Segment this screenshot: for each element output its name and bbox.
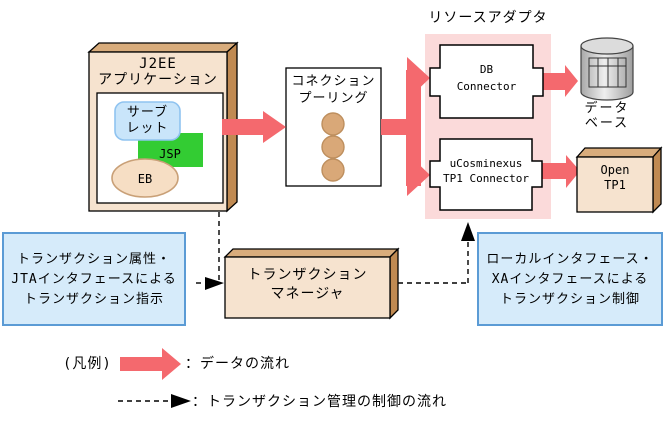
j2ee-title-line1: J2EE xyxy=(139,56,177,72)
eb-block xyxy=(111,158,179,198)
db-connector-box xyxy=(429,44,544,119)
servlet-block xyxy=(114,101,181,141)
j2ee-app-box xyxy=(87,41,239,213)
right-note-label: ローカルインタフェース・ XAインタフェースによる トランザクション制御 xyxy=(486,252,654,307)
arrow-db-to-database xyxy=(543,65,578,97)
control-flow-lines xyxy=(196,212,475,290)
jsp-label: JSP xyxy=(159,147,181,161)
tp1-connector-label: uCosminexus TP1 Connector xyxy=(442,157,530,185)
j2ee-title-line2: アプリケーション xyxy=(98,72,218,88)
legend-data-flow-label: ：データの流れ xyxy=(185,356,290,372)
arrow-branch-to-tp1-connector xyxy=(407,153,430,196)
legend-data-flow-arrow xyxy=(120,348,181,380)
legend-control-flow-arrowhead xyxy=(171,394,191,408)
resource-adapter-label: リソースアダプタ xyxy=(428,10,548,26)
database-icon xyxy=(580,37,634,101)
left-note-label: トランザクション属性・ JTAインタフェースによる トランザクション指示 xyxy=(11,252,177,307)
arrowhead-into-tp1-connector xyxy=(461,222,475,241)
open-tp1-label: Open TP1 xyxy=(600,163,630,192)
servlet-label: サーブ レット xyxy=(126,105,169,136)
legend-caption: (凡例) xyxy=(63,356,112,372)
arrow-branch-to-db-connector xyxy=(407,57,430,100)
connection-pooling-box xyxy=(285,67,382,187)
db-connector-label: DB Connector xyxy=(456,63,517,93)
database-label: データ ベース xyxy=(584,101,630,131)
data-flow-arrows xyxy=(222,57,580,196)
tx-manager-box xyxy=(223,247,400,320)
eb-label: EB xyxy=(137,172,153,186)
left-note-box xyxy=(2,232,186,326)
arrow-j2ee-to-pooling xyxy=(222,111,286,143)
legend-symbols xyxy=(118,348,191,408)
j2ee-app-title: J2EE アプリケーション xyxy=(92,56,224,88)
arrow-tp1-to-opentp1 xyxy=(542,155,580,188)
right-note-box xyxy=(477,232,663,326)
connection-pooling-label: コネクション プーリング xyxy=(291,74,376,106)
tp1-connector-box xyxy=(429,138,543,211)
arrowhead-into-tx-manager xyxy=(205,277,224,290)
tx-manager-label: トランザクション マネージャ xyxy=(247,267,368,302)
legend-control-flow-label: ：トランザクション管理の制御の流れ xyxy=(192,394,447,410)
open-tp1-box xyxy=(575,146,663,214)
